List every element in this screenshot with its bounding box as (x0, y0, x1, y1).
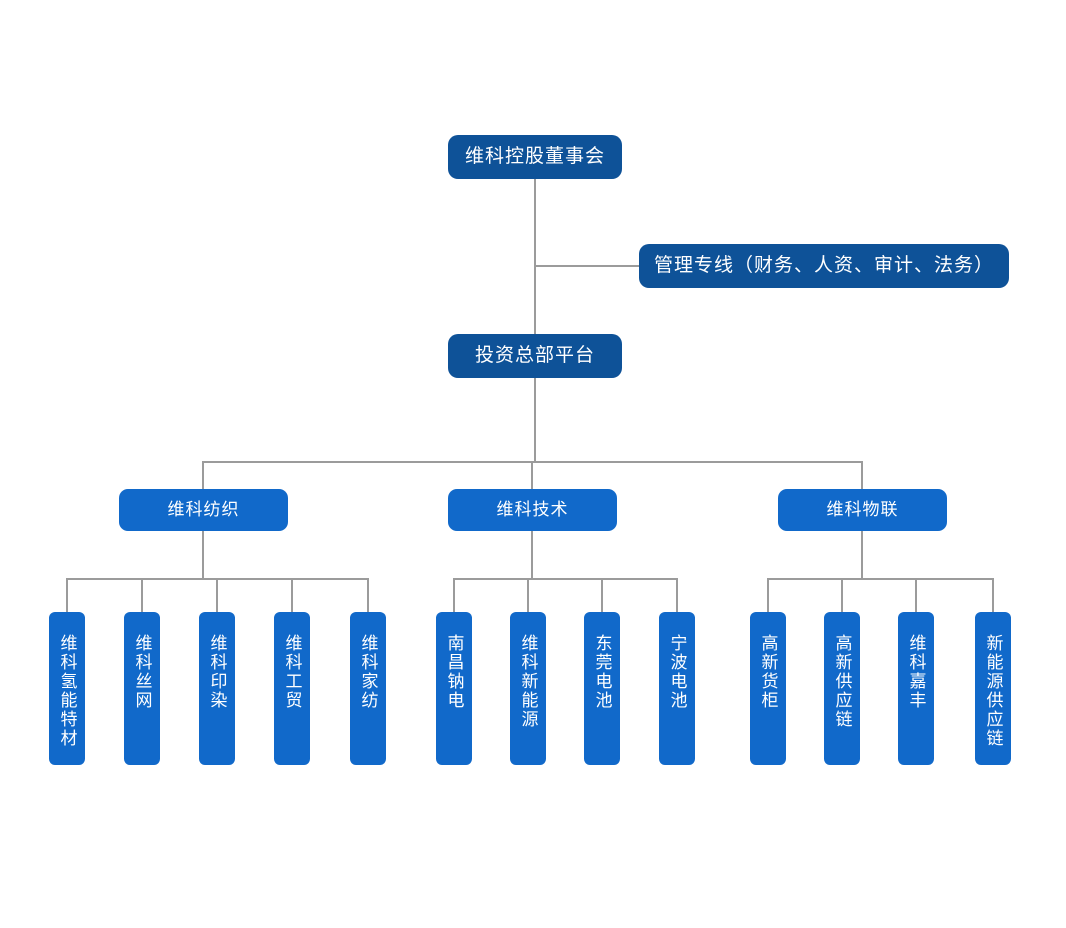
node-label: 维科工贸 (282, 634, 302, 710)
node-investment-hq-platform[interactable]: 投资总部平台 (448, 334, 622, 378)
node-company-weike-silk-mesh[interactable]: 维科丝网 (124, 612, 160, 765)
node-company-weike-new-energy[interactable]: 维科新能源 (510, 612, 546, 765)
node-company-gaoxin-container[interactable]: 高新货柜 (750, 612, 786, 765)
node-label: 维科氢能特材 (57, 634, 77, 748)
connector-platform-to-bus (534, 377, 536, 462)
node-label: 维科家纺 (358, 634, 378, 710)
node-label: 新能源供应链 (983, 634, 1003, 748)
connector-leaf-drop-2-3 (601, 578, 603, 612)
node-company-new-energy-supply-chain[interactable]: 新能源供应链 (975, 612, 1011, 765)
node-label: 高新供应链 (832, 634, 852, 729)
node-company-weike-industry-trade[interactable]: 维科工贸 (274, 612, 310, 765)
connector-drop-division-1 (202, 461, 204, 489)
node-label: 维科新能源 (518, 634, 538, 729)
connector-leaf-drop-1-3 (216, 578, 218, 612)
node-company-weike-hydrogen-materials[interactable]: 维科氢能特材 (49, 612, 85, 765)
connector-leaf-drop-2-4 (676, 578, 678, 612)
connector-leaf-bus-3 (767, 578, 993, 580)
node-division-iot[interactable]: 维科物联 (778, 489, 947, 531)
connector-leaf-drop-3-2 (841, 578, 843, 612)
connector-leaf-drop-2-1 (453, 578, 455, 612)
node-label: 南昌钠电 (444, 634, 464, 710)
node-label: 高新货柜 (758, 634, 778, 710)
connector-drop-division-2 (531, 461, 533, 489)
node-board-of-directors[interactable]: 维科控股董事会 (448, 135, 622, 179)
connector-leaf-drop-3-1 (767, 578, 769, 612)
connector-leaf-drop-1-4 (291, 578, 293, 612)
node-division-textile[interactable]: 维科纺织 (119, 489, 288, 531)
node-company-gaoxin-supply-chain[interactable]: 高新供应链 (824, 612, 860, 765)
node-company-weike-home-textile[interactable]: 维科家纺 (350, 612, 386, 765)
node-label: 维科丝网 (132, 634, 152, 710)
node-label: 维科嘉丰 (906, 634, 926, 710)
connector-leaf-drop-3-4 (992, 578, 994, 612)
connector-board-to-platform (534, 179, 536, 334)
node-label: 东莞电池 (592, 634, 612, 710)
node-management-line[interactable]: 管理专线（财务、人资、审计、法务） (639, 244, 1009, 288)
connector-division-2-stem (531, 531, 533, 579)
node-company-weike-jiafeng[interactable]: 维科嘉丰 (898, 612, 934, 765)
connector-leaf-drop-1-2 (141, 578, 143, 612)
connector-leaf-drop-1-5 (367, 578, 369, 612)
node-company-dongguan-battery[interactable]: 东莞电池 (584, 612, 620, 765)
node-label: 维科印染 (207, 634, 227, 710)
connector-leaf-bus-2 (453, 578, 678, 580)
connector-drop-division-3 (861, 461, 863, 489)
connector-division-1-stem (202, 531, 204, 579)
node-division-technology[interactable]: 维科技术 (448, 489, 617, 531)
connector-management-branch (534, 265, 641, 267)
connector-leaf-drop-1-1 (66, 578, 68, 612)
node-company-weike-printing-dyeing[interactable]: 维科印染 (199, 612, 235, 765)
node-company-nanchang-sodium-battery[interactable]: 南昌钠电 (436, 612, 472, 765)
connector-leaf-drop-2-2 (527, 578, 529, 612)
node-company-ningbo-battery[interactable]: 宁波电池 (659, 612, 695, 765)
node-label: 宁波电池 (667, 634, 687, 710)
connector-division-3-stem (861, 531, 863, 579)
connector-leaf-drop-3-3 (915, 578, 917, 612)
